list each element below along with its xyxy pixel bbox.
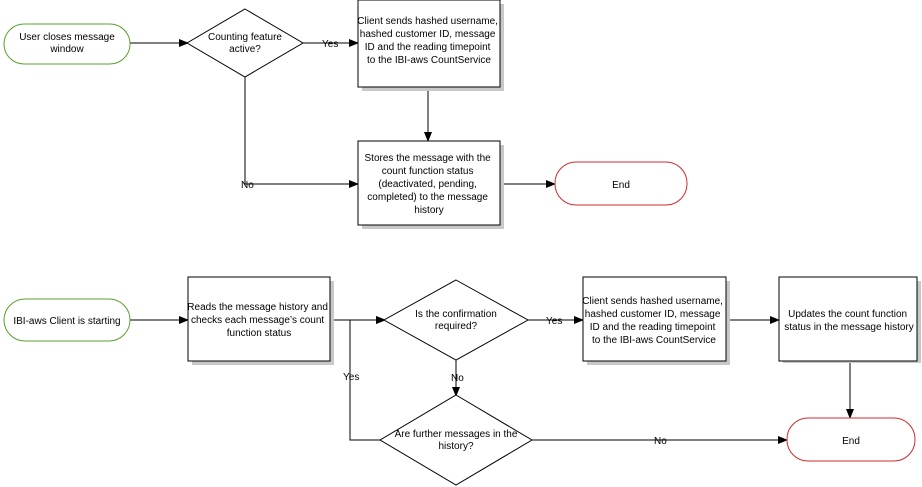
flow2-no-label-down: No — [451, 373, 464, 384]
svg-text:Client sends hashed username,: Client sends hashed username, hashed cus… — [357, 16, 500, 66]
svg-text:End: End — [612, 180, 630, 191]
svg-text:Stores the message with the: Stores the message with the count functi… — [365, 153, 494, 216]
flow2-start-terminator: IBI-aws Client is starting — [3, 298, 131, 342]
flow2-yes-label-loop: Yes — [343, 372, 359, 383]
flow2-end-terminator: End — [786, 417, 916, 462]
flow1-yes-label: Yes — [322, 39, 338, 50]
flow1-no-label: No — [241, 180, 254, 191]
svg-text:Updates the count function: Updates the count function status in the… — [784, 309, 914, 333]
flow2-yes-label: Yes — [546, 316, 562, 327]
svg-text:IBI-aws Client is starting: IBI-aws Client is starting — [13, 316, 120, 327]
flow2-process-update-status: Updates the count function status in the… — [778, 276, 921, 363]
svg-text:Client sends hashed username,: Client sends hashed username, hashed cus… — [582, 296, 725, 346]
svg-text:Reads the message history and: Reads the message history and checks eac… — [187, 302, 330, 339]
flow2-no-label-end: No — [654, 436, 667, 447]
connector-decision-no-to-store — [244, 77, 359, 188]
flow2-process-read-history: Reads the message history and checks eac… — [187, 276, 334, 365]
svg-text:End: End — [842, 436, 860, 447]
flow1-process-send-hashed-data: Client sends hashed username, hashed cus… — [357, 0, 504, 91]
flow1-end-terminator: End — [554, 161, 688, 206]
flow1-process-store-message: Stores the message with the count functi… — [357, 140, 504, 229]
connector-further-yes-loop — [349, 316, 386, 441]
flow2-process-send-hashed-data: Client sends hashed username, hashed cus… — [582, 276, 730, 365]
